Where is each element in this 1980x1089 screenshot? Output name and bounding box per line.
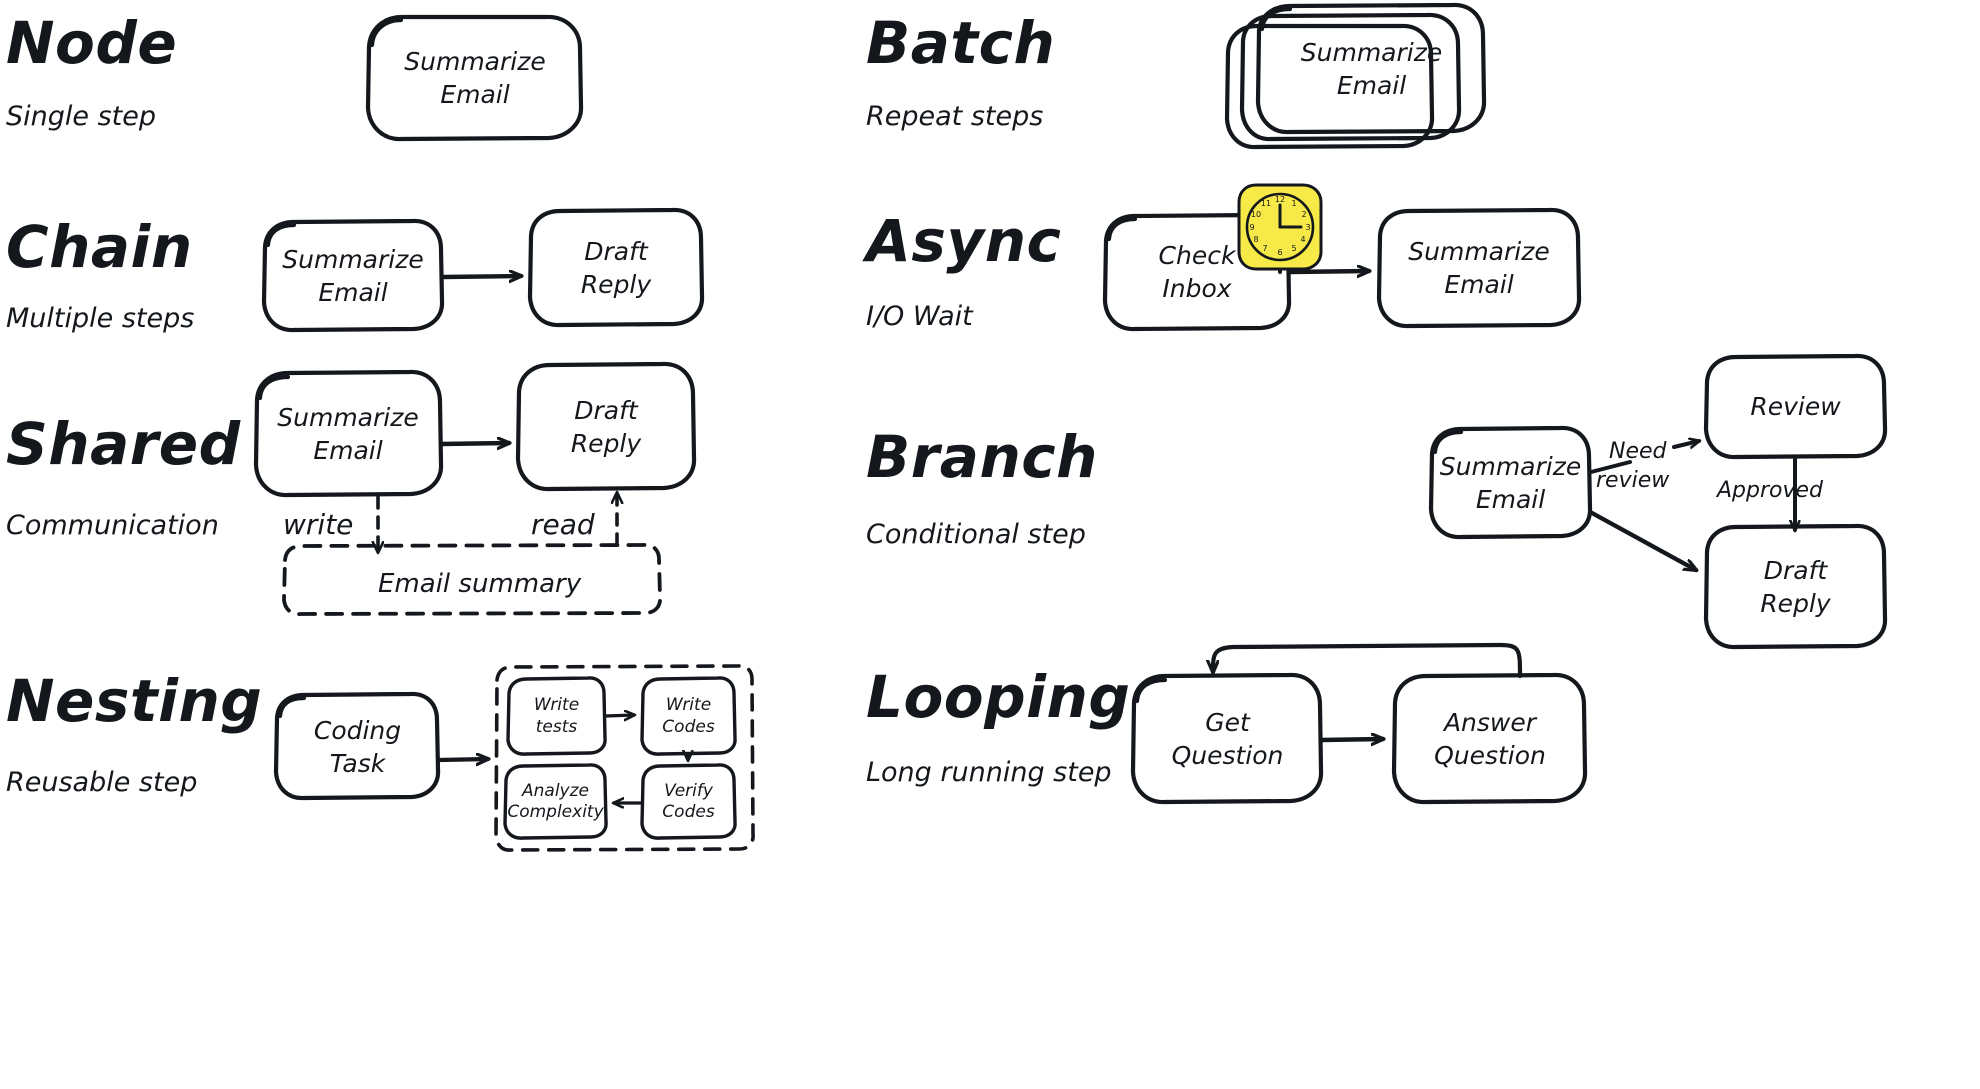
branch-edge-need-review-stub (1589, 460, 1632, 474)
pattern-subtitle-batch: Repeat steps (866, 101, 1044, 132)
pattern-title-shared: Shared (6, 410, 241, 478)
looping-box-get-question (1130, 672, 1324, 805)
shared-box-summarize-email (253, 369, 444, 498)
svg-text:5: 5 (1291, 244, 1296, 253)
branch-edge-label-review: review (1596, 468, 1670, 493)
pattern-title-looping: Looping (866, 663, 1131, 731)
looping-arrow-forward (1319, 739, 1383, 740)
svg-text:8: 8 (1253, 235, 1258, 244)
nesting-inner-boxes (503, 676, 737, 840)
shared-store-label: Email summary (378, 569, 582, 599)
looping-box-answer-question (1391, 672, 1588, 805)
pattern-subtitle-looping: Long running step (866, 757, 1112, 788)
pattern-title-branch: Branch (866, 423, 1098, 491)
pattern-title-chain: Chain (6, 213, 193, 281)
pattern-title-batch: Batch (866, 9, 1056, 77)
pattern-subtitle-branch: Conditional step (866, 519, 1086, 550)
pattern-subtitle-shared: Communication (6, 510, 219, 541)
svg-text:2: 2 (1301, 210, 1306, 219)
async-box-check-inbox (1102, 212, 1292, 332)
async-arrow-1 (1287, 271, 1369, 272)
shared-write-label: write (283, 508, 354, 541)
node-box-summarize-email (365, 14, 584, 142)
pattern-subtitle-async: I/O Wait (866, 301, 973, 332)
pattern-title-async: Async (866, 207, 1062, 275)
branch-arrow-to-draft (1589, 510, 1696, 573)
shared-read-label: read (531, 508, 595, 541)
nesting-arrow-1 (604, 715, 634, 716)
svg-text:6: 6 (1277, 248, 1282, 257)
svg-text:12: 12 (1275, 195, 1285, 204)
pattern-title-node: Node (6, 9, 178, 77)
nesting-arrow-in (436, 759, 488, 760)
looping-arrow-back (1213, 642, 1523, 679)
pattern-subtitle-nesting: Reusable step (6, 767, 198, 798)
branch-edge-label-need: Need (1609, 439, 1667, 464)
svg-text:1: 1 (1291, 199, 1296, 208)
nesting-dashed-container (494, 664, 755, 852)
svg-text:9: 9 (1249, 223, 1254, 232)
svg-text:7: 7 (1262, 244, 1267, 253)
nesting-box-coding-task (273, 691, 441, 801)
branch-box-draft-reply (1703, 523, 1888, 650)
branch-box-summarize-email (1428, 425, 1593, 540)
shared-box-draft-reply (515, 361, 697, 492)
batch-stack (1224, 2, 1487, 150)
pattern-title-nesting: Nesting (6, 667, 263, 735)
async-box-summarize-email (1376, 207, 1582, 329)
chain-box-summarize-email (261, 218, 445, 333)
chain-arrow-1 (440, 276, 521, 277)
branch-box-review (1703, 353, 1888, 460)
svg-text:4: 4 (1300, 235, 1305, 244)
pattern-subtitle-chain: Multiple steps (6, 303, 195, 334)
branch-arrow-to-review (1672, 441, 1699, 447)
svg-text:10: 10 (1251, 210, 1261, 219)
shared-arrow-1 (438, 443, 509, 444)
chain-box-draft-reply (527, 207, 705, 328)
svg-text:11: 11 (1261, 199, 1271, 208)
pattern-subtitle-node: Single step (6, 101, 156, 132)
svg-text:3: 3 (1305, 223, 1310, 232)
branch-edge-label-approved: Approved (1717, 478, 1824, 503)
